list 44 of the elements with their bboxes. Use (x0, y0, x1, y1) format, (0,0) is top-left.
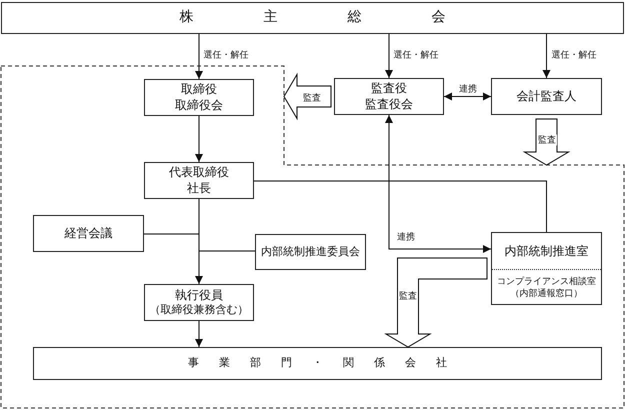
arrow (542, 34, 550, 78)
node-text: 内部統制推進委員会 (261, 244, 360, 260)
node-text: 経営会議 (64, 226, 112, 242)
org-box (491, 232, 602, 305)
node-text: 取締役 (181, 82, 217, 98)
org-box (144, 284, 254, 321)
arrow (385, 114, 492, 253)
node-text: 執行役員 (175, 288, 223, 304)
edge-label: 選任・解任 (392, 50, 440, 60)
node-text: 監査役会 (365, 96, 413, 112)
arrow (195, 116, 203, 162)
node-text: 監査役 (371, 80, 407, 96)
node-text: （取締役兼務含む） (150, 303, 248, 318)
org-box (144, 79, 254, 116)
edge-label: 監査 (398, 290, 418, 302)
org-box (144, 162, 254, 199)
connector-line (254, 180, 547, 232)
node-text: コンプライアンス相談室 (497, 276, 596, 288)
node-text: 事業部門・関係会社 (187, 356, 467, 371)
block-arrow (384, 258, 488, 348)
edge-label: 連携 (396, 232, 416, 242)
edge-label: 選任・解任 (202, 50, 250, 60)
node-text: 内部統制推進室 (492, 233, 601, 270)
org-box (33, 215, 144, 252)
edge-label: 監査 (537, 134, 557, 146)
node-text: 代表取締役 (169, 164, 229, 180)
arrow (195, 320, 203, 348)
org-box (1, 2, 624, 34)
arrow (444, 92, 492, 100)
edge-label: 選任・解任 (550, 50, 598, 60)
node-text: 会計監査人 (516, 88, 576, 104)
node-text: 社長 (187, 180, 211, 196)
org-box (491, 78, 602, 115)
org-box (255, 234, 366, 270)
node-text: 取締役会 (175, 98, 223, 114)
arrow (195, 34, 203, 80)
org-box (33, 347, 602, 380)
edge-label: 監査 (302, 92, 322, 103)
node-text: （内部通報窓口） (510, 288, 582, 300)
arrow (385, 34, 393, 78)
org-box (334, 78, 444, 115)
edge-label: 連携 (458, 84, 478, 94)
connector-line (198, 198, 256, 252)
node-text: 株主総会 (178, 8, 516, 27)
